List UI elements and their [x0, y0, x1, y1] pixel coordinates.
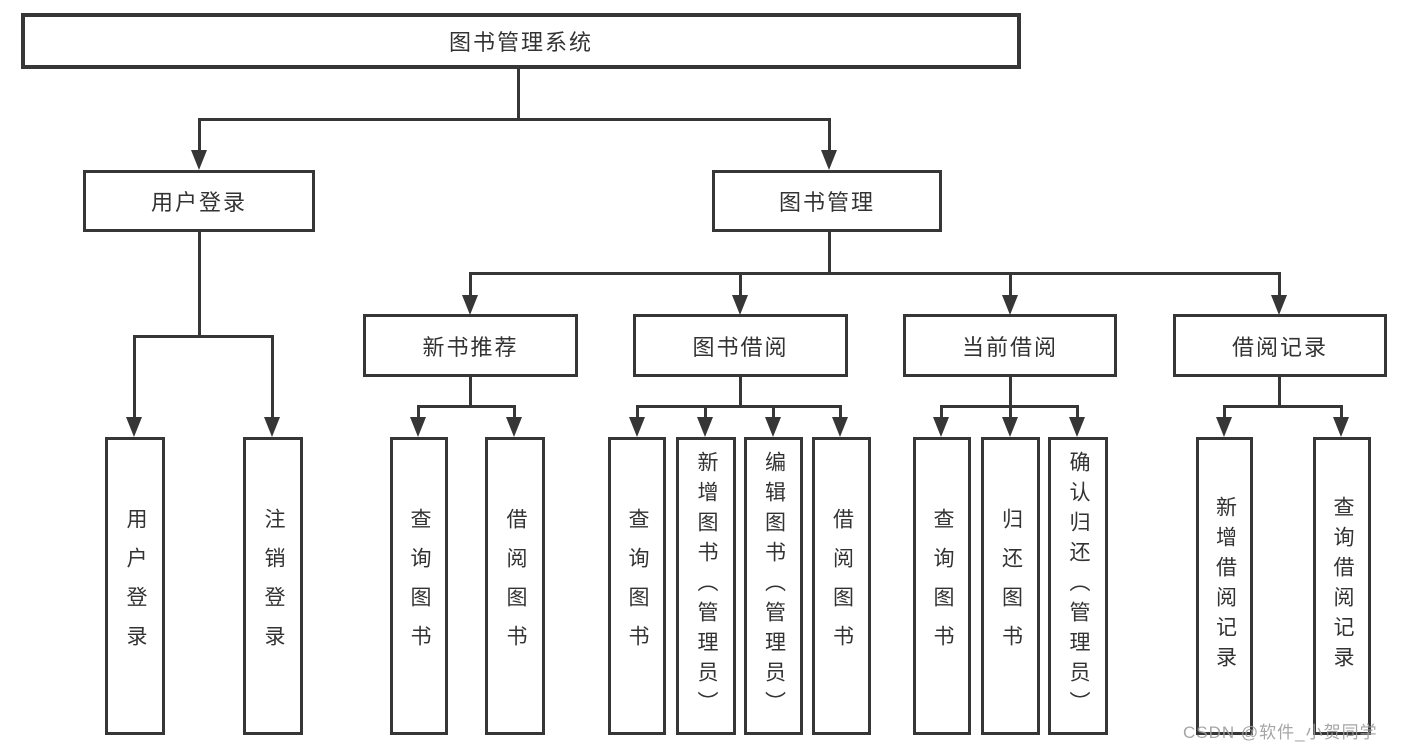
arrow-down-icon	[1271, 295, 1287, 315]
connector-records-feed	[1278, 377, 1281, 408]
connector-drop-level3	[1278, 272, 1281, 300]
node-label: 当前借阅	[961, 334, 1058, 360]
leaf-label: 借阅图书	[830, 508, 854, 664]
connector-drop-leaf	[271, 335, 274, 421]
arrow-down-icon	[126, 417, 142, 437]
connector-drop-leaf	[1340, 405, 1343, 421]
connector-drop-book-mgmt	[828, 118, 831, 154]
connector-drop-leaf	[133, 335, 136, 421]
node-borrowing-records: 借阅记录	[1173, 314, 1387, 377]
arrow-down-icon	[264, 417, 280, 437]
connector-drop-leaf	[1009, 405, 1012, 421]
connector-drop-leaf	[417, 405, 420, 421]
leaf-label: 查询借阅记录	[1331, 496, 1354, 676]
leaf-confirm-return-admin: 确认归还（管理员）	[1048, 437, 1108, 735]
arrow-down-icon	[1002, 295, 1018, 315]
connector-drop-leaf	[1223, 405, 1226, 421]
connector-level2-bus	[198, 118, 831, 121]
connector-drop-leaf	[636, 405, 639, 421]
node-label: 图书借阅	[692, 334, 789, 360]
arrow-down-icon	[1333, 417, 1349, 437]
leaf-user-login: 用户登录	[105, 437, 165, 735]
connector-recommend-feed	[469, 377, 472, 408]
leaf-query-books-recommend: 查询图书	[390, 437, 448, 735]
connector-current-feed	[1009, 377, 1012, 408]
leaf-label: 用户登录	[124, 508, 147, 664]
connector-userlogin-feed	[198, 232, 201, 338]
node-book-borrowing: 图书借阅	[633, 314, 848, 377]
leaf-logout: 注销登录	[243, 437, 303, 735]
leaf-edit-book-admin: 编辑图书（管理员）	[744, 437, 803, 735]
node-book-management: 图书管理	[712, 170, 942, 232]
arrow-down-icon	[732, 295, 748, 315]
connector-userlogin-bus	[133, 335, 274, 338]
arrow-down-icon	[1069, 417, 1085, 437]
connector-level3-bus	[469, 272, 1281, 275]
connector-borrowing-feed	[739, 377, 742, 408]
node-label: 图书管理	[778, 190, 875, 215]
leaf-add-borrow-record: 新增借阅记录	[1196, 437, 1253, 735]
leaf-label: 查询图书	[408, 508, 431, 664]
node-current-borrowing: 当前借阅	[903, 314, 1117, 377]
arrow-down-icon	[832, 417, 848, 437]
leaf-label: 归还图书	[999, 508, 1023, 664]
leaf-label: 确认归还（管理员）	[1067, 451, 1090, 721]
node-system-root: 图书管理系统	[21, 13, 1021, 69]
connector-drop-leaf	[772, 405, 775, 421]
arrow-down-icon	[191, 150, 207, 170]
connector-borrowing-bus	[636, 405, 842, 408]
arrow-down-icon	[1216, 417, 1232, 437]
node-user-login: 用户登录	[83, 170, 315, 232]
connector-root-feed	[517, 69, 520, 121]
connector-drop-leaf	[704, 405, 707, 421]
arrow-down-icon	[933, 417, 949, 437]
leaf-query-books-current: 查询图书	[913, 437, 971, 735]
leaf-label: 查询图书	[931, 508, 954, 664]
arrow-down-icon	[821, 150, 837, 170]
connector-drop-user-login	[198, 118, 201, 154]
leaf-borrow-books-recommend: 借阅图书	[485, 437, 545, 735]
arrow-down-icon	[1002, 417, 1018, 437]
connector-bookmgmt-feed	[828, 232, 831, 275]
leaf-label: 新增图书（管理员）	[695, 451, 718, 721]
connector-recommend-bus	[417, 405, 516, 408]
node-new-book-recommend: 新书推荐	[363, 314, 578, 377]
arrow-down-icon	[697, 417, 713, 437]
leaf-label: 编辑图书（管理员）	[762, 451, 786, 721]
node-label: 新书推荐	[422, 334, 519, 360]
connector-drop-level3	[739, 272, 742, 300]
leaf-label: 借阅图书	[504, 508, 527, 664]
leaf-return-books: 归还图书	[981, 437, 1040, 735]
leaf-borrow-books: 借阅图书	[812, 437, 871, 735]
arrow-down-icon	[410, 417, 426, 437]
connector-records-bus	[1223, 405, 1342, 408]
connector-drop-leaf	[940, 405, 943, 421]
leaf-query-books-borrowing: 查询图书	[608, 437, 666, 735]
connector-drop-level3	[469, 272, 472, 300]
leaf-add-book-admin: 新增图书（管理员）	[676, 437, 736, 735]
connector-drop-leaf	[1076, 405, 1079, 421]
csdn-watermark: CSDN @软件_小贺同学	[1183, 723, 1378, 742]
leaf-label: 新增借阅记录	[1213, 496, 1237, 676]
node-label: 用户登录	[150, 190, 247, 215]
connector-drop-leaf	[839, 405, 842, 421]
connector-drop-leaf	[513, 405, 516, 421]
arrow-down-icon	[462, 295, 478, 315]
connector-drop-level3	[1009, 272, 1012, 300]
arrow-down-icon	[629, 417, 645, 437]
leaf-query-borrow-record: 查询借阅记录	[1313, 437, 1371, 735]
leaf-label: 查询图书	[626, 508, 649, 664]
node-label: 图书管理系统	[448, 30, 593, 55]
arrow-down-icon	[765, 417, 781, 437]
node-label: 借阅记录	[1231, 334, 1328, 360]
arrow-down-icon	[506, 417, 522, 437]
leaf-label: 注销登录	[262, 508, 285, 664]
